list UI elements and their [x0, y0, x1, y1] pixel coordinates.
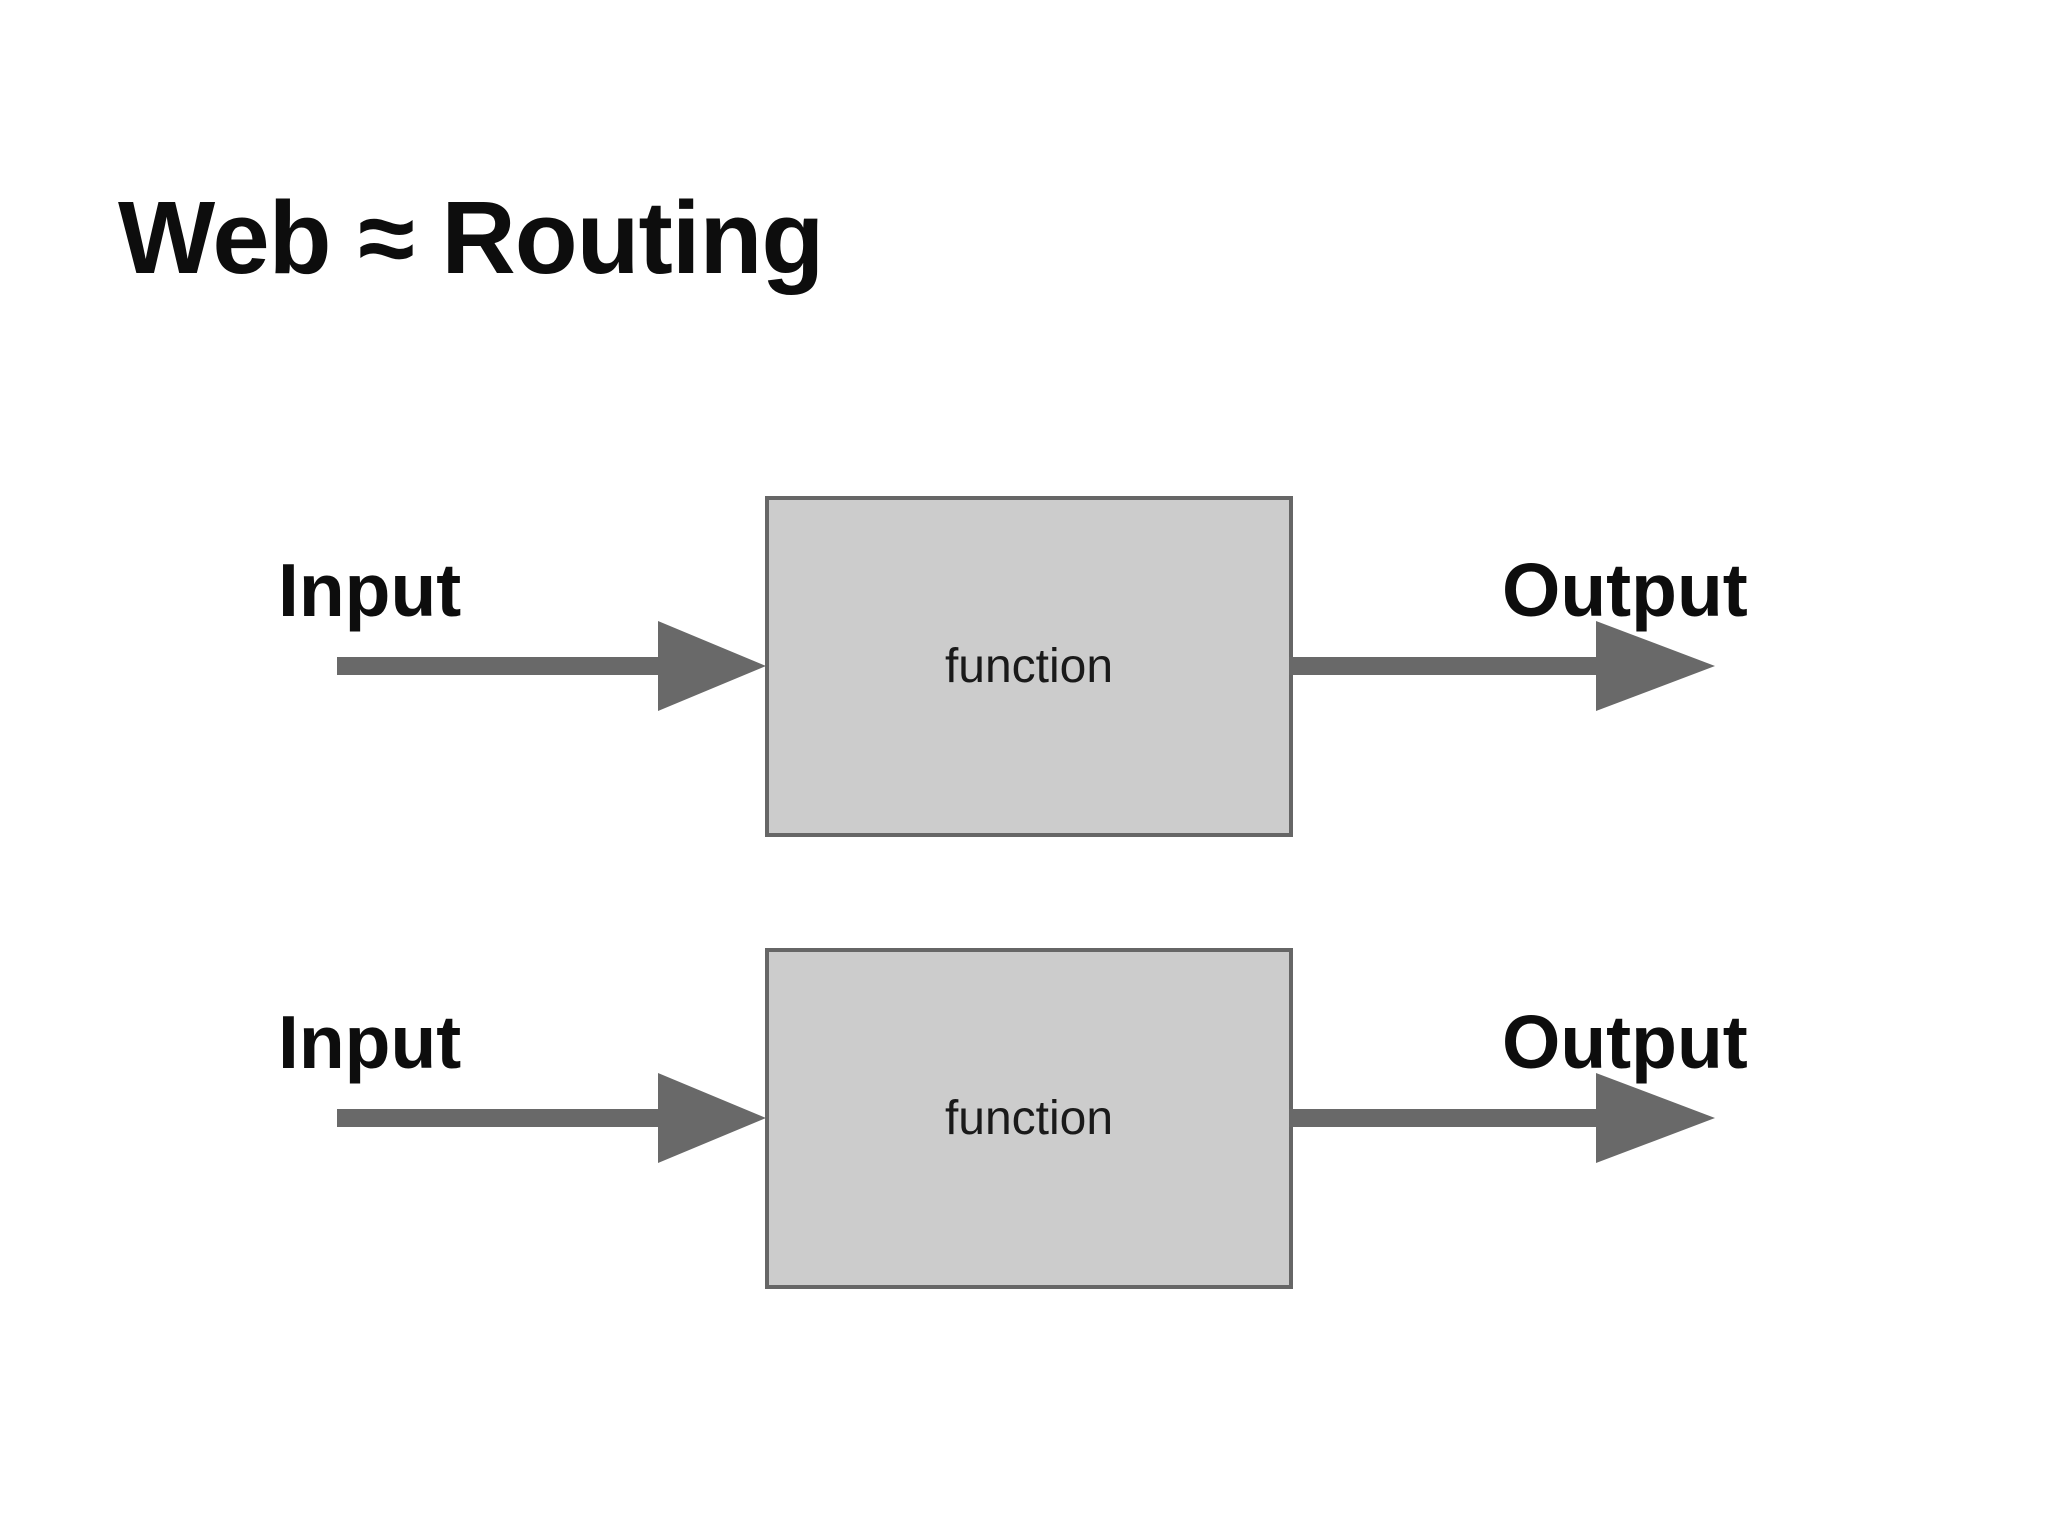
output-arrowhead-icon — [1596, 621, 1715, 711]
flow-row-bottom: Input function Output — [0, 948, 2048, 1289]
output-arrow-shaft-icon — [1289, 657, 1597, 675]
output-label: Output — [1502, 548, 1748, 632]
function-label: function — [944, 1091, 1114, 1145]
input-arrow-shaft-icon — [337, 1109, 659, 1127]
input-arrow-shaft-icon — [337, 657, 659, 675]
flow-row-top: Input function Output — [0, 496, 2048, 837]
input-label: Input — [278, 548, 462, 632]
input-arrowhead-icon — [658, 1073, 766, 1163]
function-box: function — [765, 948, 1293, 1289]
output-arrowhead-icon — [1596, 1073, 1715, 1163]
function-box: function — [765, 496, 1293, 837]
output-label: Output — [1502, 1000, 1748, 1084]
input-label: Input — [278, 1000, 462, 1084]
input-arrowhead-icon — [658, 621, 766, 711]
page-title: Web ≈ Routing — [118, 180, 824, 295]
output-arrow-shaft-icon — [1289, 1109, 1597, 1127]
function-label: function — [944, 639, 1114, 693]
